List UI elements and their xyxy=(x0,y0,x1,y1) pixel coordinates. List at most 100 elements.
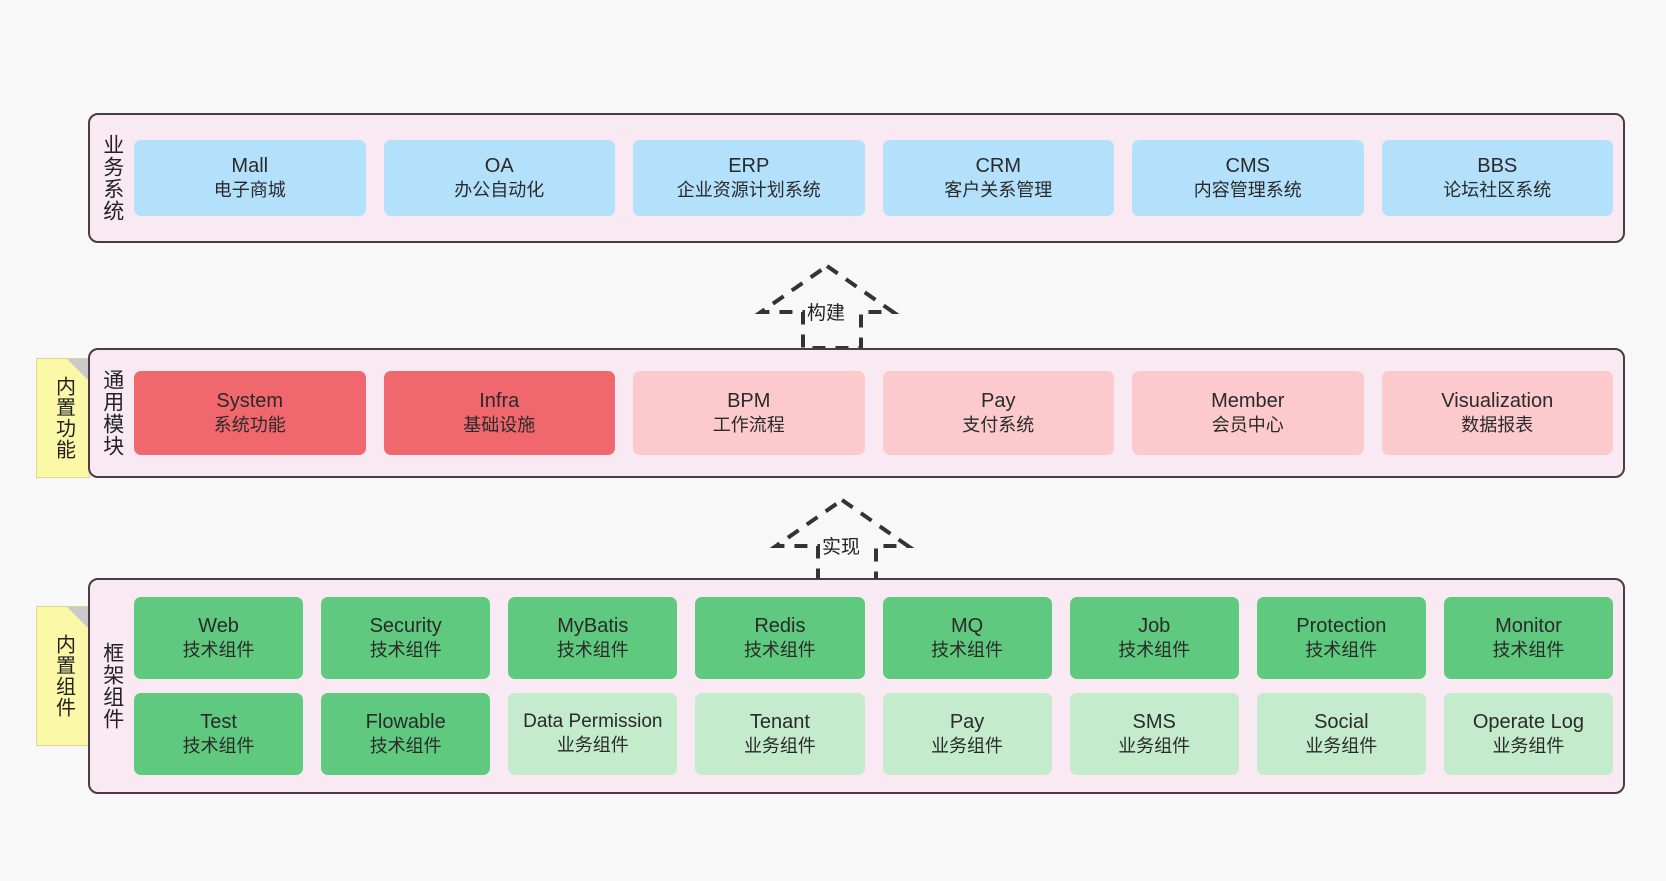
card-subtitle: 内容管理系统 xyxy=(1193,180,1302,201)
sticky-note-builtin-features: 内置功能 xyxy=(36,358,90,478)
card-title: CMS xyxy=(1225,155,1270,178)
card-oa[interactable]: OA 办公自动化 xyxy=(383,140,615,216)
card-title: Social xyxy=(1314,711,1369,734)
card-subtitle: 技术组件 xyxy=(556,640,629,661)
card-title: Monitor xyxy=(1495,615,1562,638)
arrow-implement: 实现 xyxy=(769,496,920,584)
card-system[interactable]: System 系统功能 xyxy=(134,371,366,455)
card-pay-component[interactable]: Pay 业务组件 xyxy=(882,693,1052,775)
card-web[interactable]: Web 技术组件 xyxy=(134,597,304,679)
card-title: SMS xyxy=(1132,711,1176,734)
card-data-permission[interactable]: Data Permission 业务组件 xyxy=(508,693,678,775)
section-title-general-modules: 通用模块 xyxy=(100,369,124,457)
card-subtitle: 数据报表 xyxy=(1461,415,1534,436)
card-sms[interactable]: SMS 业务组件 xyxy=(1069,693,1239,775)
card-protection[interactable]: Protection 技术组件 xyxy=(1256,597,1426,679)
arrow-implement-icon xyxy=(769,497,915,584)
folded-corner-icon xyxy=(67,359,89,381)
card-bpm[interactable]: BPM 工作流程 xyxy=(633,371,865,455)
card-subtitle: 业务组件 xyxy=(743,736,816,757)
section-framework-components: 框架组件 Web 技术组件 Security 技术组件 MyBatis 技术组件 xyxy=(88,578,1625,794)
section-general-modules: 通用模块 System 系统功能 Infra 基础设施 BPM 工作流程 xyxy=(88,348,1625,478)
card-title: Pay xyxy=(949,711,985,734)
card-title: Security xyxy=(369,615,442,638)
card-subtitle: 企业资源计划系统 xyxy=(676,180,821,201)
card-member[interactable]: Member 会员中心 xyxy=(1132,371,1364,455)
card-title: Web xyxy=(198,615,239,638)
arrow-build: 构建 xyxy=(754,262,907,350)
card-subtitle: 系统功能 xyxy=(213,415,286,436)
card-subtitle: 论坛社区系统 xyxy=(1443,180,1552,201)
card-title: MyBatis xyxy=(557,615,629,638)
card-subtitle: 技术组件 xyxy=(369,640,442,661)
sticky-note-builtin-components: 内置组件 xyxy=(36,606,90,746)
card-title: System xyxy=(216,390,284,413)
card-title: Infra xyxy=(479,390,520,413)
card-infra[interactable]: Infra 基础设施 xyxy=(383,371,615,455)
arrow-implement-label: 实现 xyxy=(822,537,861,558)
card-title: OA xyxy=(484,155,514,178)
card-subtitle: 支付系统 xyxy=(962,415,1035,436)
card-pay-module[interactable]: Pay 支付系统 xyxy=(882,371,1114,455)
section-body-framework-components: Web 技术组件 Security 技术组件 MyBatis 技术组件 Redi… xyxy=(134,580,1623,792)
row-technical-components: Web 技术组件 Security 技术组件 MyBatis 技术组件 Redi… xyxy=(134,597,1613,679)
card-subtitle: 办公自动化 xyxy=(454,180,545,201)
row-business-components: Test 技术组件 Flowable 技术组件 Data Permission … xyxy=(134,693,1613,775)
card-title: Flowable xyxy=(365,711,446,734)
card-subtitle: 技术组件 xyxy=(182,736,255,757)
card-title: Tenant xyxy=(749,711,810,734)
card-visualization[interactable]: Visualization 数据报表 xyxy=(1381,371,1613,455)
folded-corner-icon xyxy=(67,607,89,629)
section-title-business-systems: 业务系统 xyxy=(100,134,124,222)
card-subtitle: 技术组件 xyxy=(1492,640,1565,661)
card-title: BPM xyxy=(727,390,771,413)
card-redis[interactable]: Redis 技术组件 xyxy=(695,597,865,679)
card-subtitle: 客户关系管理 xyxy=(944,180,1053,201)
card-subtitle: 技术组件 xyxy=(1118,640,1191,661)
card-security[interactable]: Security 技术组件 xyxy=(321,597,491,679)
card-bbs[interactable]: BBS 论坛社区系统 xyxy=(1381,140,1613,216)
card-mybatis[interactable]: MyBatis 技术组件 xyxy=(508,597,678,679)
card-job[interactable]: Job 技术组件 xyxy=(1069,597,1239,679)
card-subtitle: 业务组件 xyxy=(556,734,629,755)
card-title: Job xyxy=(1138,615,1171,638)
section-business-systems: 业务系统 Mall 电子商城 OA 办公自动化 ERP 企业资源计划系统 xyxy=(88,113,1625,243)
card-mall[interactable]: Mall 电子商城 xyxy=(134,140,366,216)
card-subtitle: 业务组件 xyxy=(1118,736,1191,757)
card-cms[interactable]: CMS 内容管理系统 xyxy=(1132,140,1364,216)
card-subtitle: 基础设施 xyxy=(463,415,536,436)
card-tenant[interactable]: Tenant 业务组件 xyxy=(695,693,865,775)
card-subtitle: 会员中心 xyxy=(1211,415,1284,436)
card-operate-log[interactable]: Operate Log 业务组件 xyxy=(1443,693,1613,775)
card-subtitle: 技术组件 xyxy=(182,640,255,661)
card-title: ERP xyxy=(728,155,770,178)
card-title: BBS xyxy=(1477,155,1518,178)
row-general-modules: System 系统功能 Infra 基础设施 BPM 工作流程 Pay 支付系统 xyxy=(134,371,1613,455)
section-body-business-systems: Mall 电子商城 OA 办公自动化 ERP 企业资源计划系统 CRM 客户关系… xyxy=(134,115,1623,241)
card-subtitle: 电子商城 xyxy=(213,180,286,201)
card-title: Visualization xyxy=(1441,390,1554,413)
card-title: Pay xyxy=(981,390,1016,413)
card-monitor[interactable]: Monitor 技术组件 xyxy=(1443,597,1613,679)
card-crm[interactable]: CRM 客户关系管理 xyxy=(882,140,1114,216)
card-title: Member xyxy=(1211,390,1285,413)
card-title: Mall xyxy=(231,155,269,178)
card-subtitle: 技术组件 xyxy=(369,736,442,757)
card-flowable[interactable]: Flowable 技术组件 xyxy=(321,693,491,775)
card-test[interactable]: Test 技术组件 xyxy=(134,693,304,775)
card-erp[interactable]: ERP 企业资源计划系统 xyxy=(633,140,865,216)
arrow-build-label: 构建 xyxy=(807,303,846,324)
sticky-note-label: 内置组件 xyxy=(52,634,75,718)
card-subtitle: 工作流程 xyxy=(712,415,785,436)
sticky-note-label: 内置功能 xyxy=(52,376,75,460)
card-title: Operate Log xyxy=(1472,711,1585,734)
card-subtitle: 技术组件 xyxy=(1305,640,1378,661)
card-title: CRM xyxy=(975,155,1022,178)
card-subtitle: 技术组件 xyxy=(743,640,816,661)
card-mq[interactable]: MQ 技术组件 xyxy=(882,597,1052,679)
card-social[interactable]: Social 业务组件 xyxy=(1256,693,1426,775)
card-title: Test xyxy=(200,711,237,734)
card-title: MQ xyxy=(950,615,984,638)
card-title: Data Permission xyxy=(523,711,663,733)
